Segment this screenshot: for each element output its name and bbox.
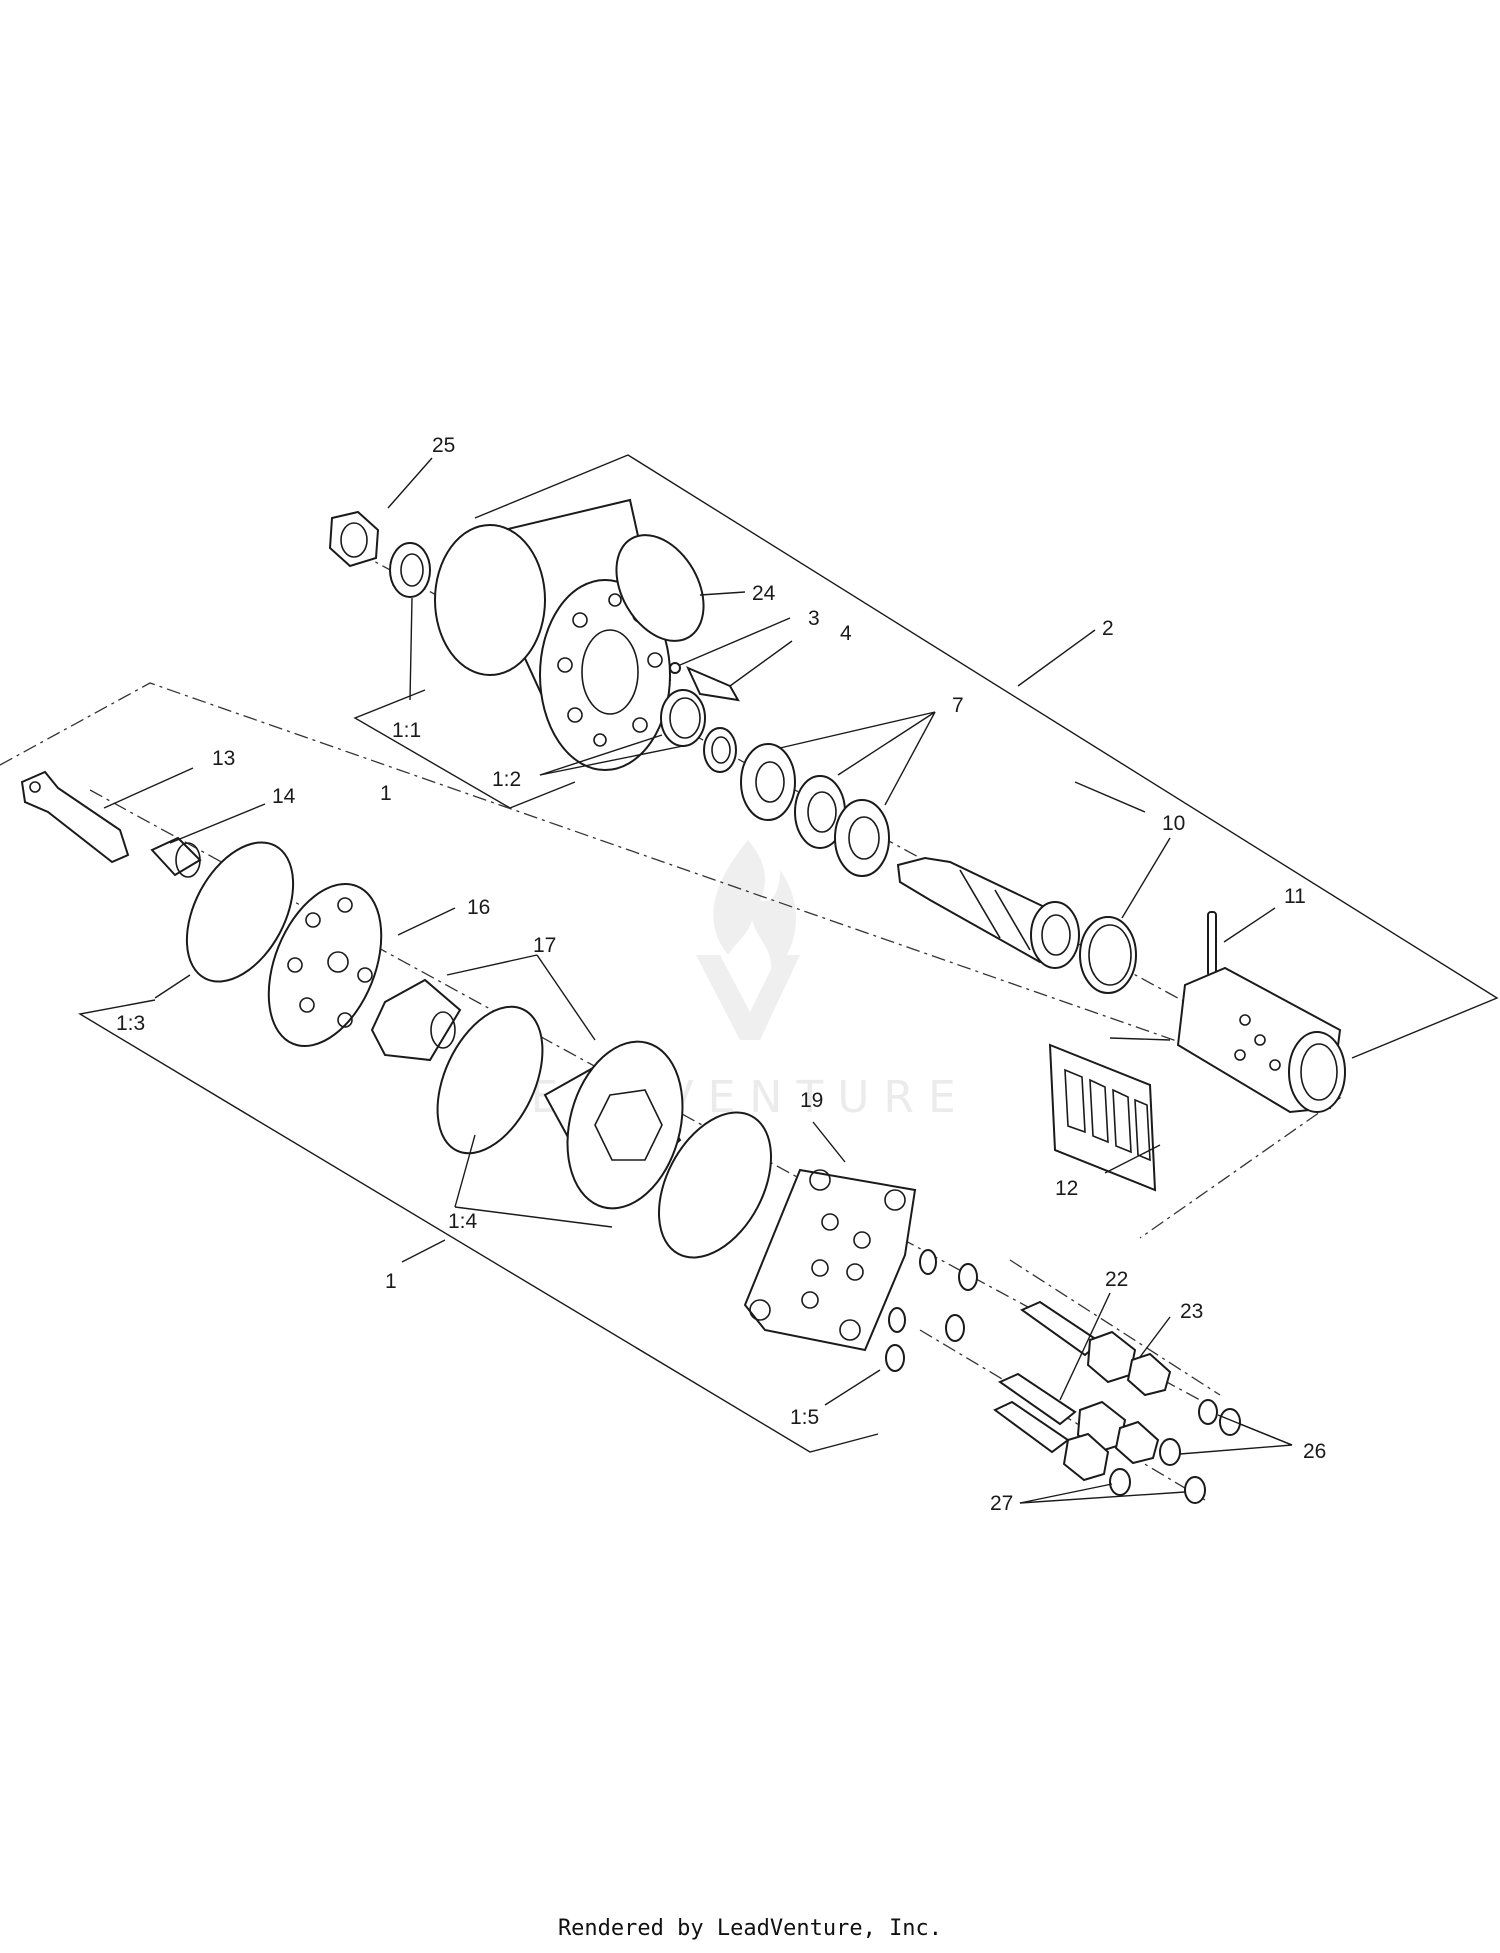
callout-19[interactable]: 19 (800, 1089, 823, 1112)
callout-22[interactable]: 22 (1105, 1268, 1128, 1291)
part-17-rotor[interactable] (370, 978, 700, 1221)
part-7-thrust-washers[interactable] (703, 727, 890, 877)
leadventure-watermark: LEADVENTURE (492, 840, 956, 1123)
part-16-wear-plate[interactable] (247, 867, 403, 1062)
callout-17[interactable]: 17 (533, 934, 556, 957)
part-sleeve[interactable] (1176, 966, 1346, 1114)
part-spool-shaft[interactable] (896, 856, 1080, 969)
part-1-1-washer[interactable] (389, 542, 431, 598)
callout-1-1[interactable]: 1:1 (392, 719, 421, 742)
part-24-o-ring[interactable] (599, 520, 722, 657)
callout-26[interactable]: 26 (1303, 1440, 1326, 1463)
watermark-v-icon (696, 955, 800, 1040)
part-26-o-rings[interactable] (1159, 1399, 1241, 1466)
callout-1-5[interactable]: 1:5 (790, 1406, 819, 1429)
callout-1-3[interactable]: 1:3 (116, 1012, 145, 1035)
part-1-2-seal-ring[interactable] (660, 689, 706, 747)
watermark-flame-icon (713, 840, 797, 975)
dashed-boundary (0, 682, 1342, 1239)
part-14-bushing[interactable] (150, 836, 202, 878)
part-1-3-o-ring[interactable] (165, 825, 315, 1000)
callout-11[interactable]: 11 (1284, 885, 1306, 908)
callout-25[interactable]: 25 (432, 434, 455, 457)
callout-1-top[interactable]: 1 (380, 782, 392, 805)
part-10-ring[interactable] (1079, 916, 1137, 994)
assembly-2-bracket (353, 454, 1499, 1059)
leader-lines (103, 457, 1293, 1504)
render-credit: Rendered by LeadVenture, Inc. (558, 1916, 942, 1941)
callout-labels: 25 24 3 4 2 7 1:1 1 1:2 10 11 12 13 14 1… (116, 434, 1326, 1515)
callout-27[interactable]: 27 (990, 1492, 1013, 1515)
callout-10[interactable]: 10 (1162, 812, 1185, 835)
callout-24[interactable]: 24 (752, 582, 776, 605)
part-19-end-cap[interactable] (743, 1168, 917, 1352)
part-25-hex-nut[interactable] (328, 510, 380, 568)
part-12-shim-kit[interactable] (1048, 1043, 1157, 1192)
part-1-5-seals[interactable] (885, 1249, 978, 1372)
part-4-check-spool[interactable] (686, 666, 740, 702)
callout-23[interactable]: 23 (1180, 1300, 1203, 1323)
part-11-pin[interactable] (1207, 911, 1217, 977)
part-1-4-o-ring[interactable] (636, 1094, 794, 1277)
part-13-drive-shaft[interactable] (20, 770, 130, 864)
callout-4[interactable]: 4 (840, 622, 852, 645)
callout-12[interactable]: 12 (1055, 1177, 1078, 1200)
callout-16[interactable]: 16 (467, 896, 490, 919)
part-3-ball[interactable] (669, 662, 681, 674)
callout-2[interactable]: 2 (1102, 617, 1114, 640)
callout-1-4[interactable]: 1:4 (448, 1210, 478, 1233)
callout-13[interactable]: 13 (212, 747, 235, 770)
callout-3[interactable]: 3 (808, 607, 820, 630)
part-23-valve-bodies[interactable] (1062, 1330, 1172, 1482)
assembly-1-bracket (78, 999, 879, 1453)
callout-1-bottom[interactable]: 1 (385, 1270, 397, 1293)
callout-1-2[interactable]: 1:2 (492, 768, 521, 791)
part-27-o-rings[interactable] (1109, 1468, 1206, 1504)
callout-14[interactable]: 14 (272, 785, 296, 808)
callout-7[interactable]: 7 (952, 694, 964, 717)
